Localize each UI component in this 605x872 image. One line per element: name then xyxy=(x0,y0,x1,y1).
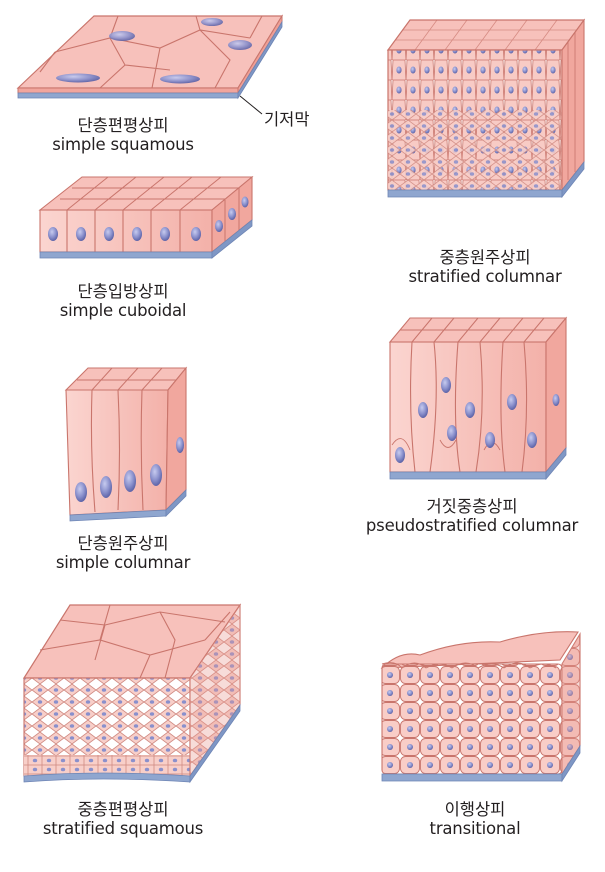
label-en: stratified squamous xyxy=(42,819,204,839)
simple-cuboidal-diagram xyxy=(38,175,254,259)
label-pseudostratified: 거짓중층상피 pseudostratified columnar xyxy=(352,497,592,536)
label-stratified-squamous: 중층편평상피 stratified squamous xyxy=(20,800,226,839)
stratified-columnar-diagram xyxy=(386,18,586,199)
label-ko: 중층편평상피 xyxy=(77,800,169,819)
basement-membrane-label: 기저막 xyxy=(264,110,310,129)
simple-columnar-diagram xyxy=(64,366,188,522)
label-ko: 중층원주상피 xyxy=(439,248,531,267)
label-ko: 이행상피 xyxy=(444,800,506,819)
label-en: simple columnar xyxy=(55,553,191,573)
simple-squamous-diagram xyxy=(16,14,284,115)
label-ko: 단층입방상피 xyxy=(77,282,169,301)
label-en: stratified columnar xyxy=(408,267,562,287)
label-stratified-columnar: 중층원주상피 stratified columnar xyxy=(380,248,590,287)
label-en: transitional xyxy=(429,819,521,839)
label-en: pseudostratified columnar xyxy=(365,516,579,536)
stratified-squamous-diagram xyxy=(22,603,242,784)
pseudostratified-diagram xyxy=(388,316,568,481)
label-ko: 단층편평상피 xyxy=(77,116,169,135)
label-ko: 단층원주상피 xyxy=(77,534,169,553)
label-ko: 거짓중층상피 xyxy=(426,497,518,516)
label-en: simple cuboidal xyxy=(59,301,187,321)
label-en: simple squamous xyxy=(52,135,194,155)
label-simple-squamous: 단층편평상피 simple squamous xyxy=(20,116,226,155)
label-simple-cuboidal: 단층입방상피 simple cuboidal xyxy=(20,282,226,321)
transitional-diagram xyxy=(380,631,581,783)
label-transitional: 이행상피 transitional xyxy=(370,800,580,839)
label-simple-columnar: 단층원주상피 simple columnar xyxy=(20,534,226,573)
